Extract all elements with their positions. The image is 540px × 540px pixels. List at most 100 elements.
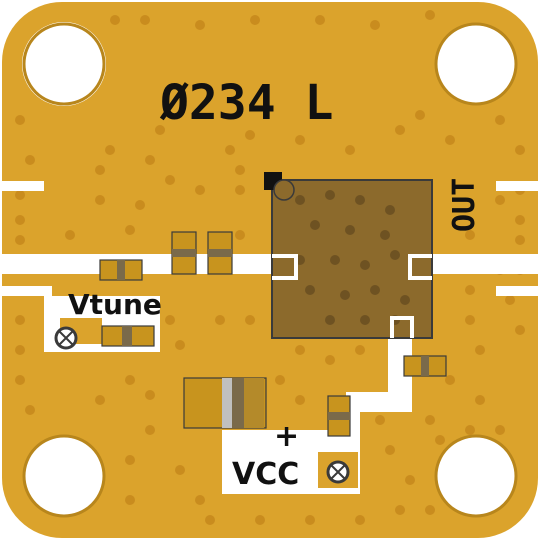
via-dot <box>465 230 475 240</box>
via-dot <box>125 495 135 505</box>
via-dot <box>125 455 135 465</box>
edge-ground-tab-left-top <box>0 181 44 191</box>
via-dot <box>145 390 155 400</box>
chip-via-dot <box>330 255 340 265</box>
chip-lead-bias <box>390 316 414 338</box>
via-dot <box>405 475 415 485</box>
via-dot <box>140 15 150 25</box>
via-dot <box>255 515 265 525</box>
mounting-hole-icon <box>24 436 104 516</box>
via-dot <box>15 345 25 355</box>
via-dot <box>125 375 135 385</box>
via-dot <box>295 395 305 405</box>
chip-via-dot <box>295 195 305 205</box>
chip-via-dot <box>400 295 410 305</box>
via-dot <box>475 345 485 355</box>
pad-cross-icon-vcc <box>326 460 350 484</box>
part-number-label: Ø234 L <box>159 75 333 131</box>
via-dot <box>15 375 25 385</box>
chip-via-dot <box>390 250 400 260</box>
chip-via-dot <box>360 315 370 325</box>
vcc-label: VCC <box>232 457 299 492</box>
capacitor-vcc <box>327 395 351 437</box>
via-dot <box>25 405 35 415</box>
via-dot <box>395 505 405 515</box>
capacitor-c2 <box>207 231 233 275</box>
via-dot <box>370 20 380 30</box>
via-dot <box>475 395 485 405</box>
resistor-vtune <box>101 325 155 347</box>
trace-vcc <box>222 316 412 494</box>
via-dot <box>15 235 25 245</box>
via-dot <box>425 10 435 20</box>
via-dot <box>345 145 355 155</box>
via-dot <box>515 325 525 335</box>
via-dot <box>215 315 225 325</box>
via-dot <box>165 175 175 185</box>
via-dot <box>145 155 155 165</box>
via-dot <box>155 125 165 135</box>
chip-via-dot <box>325 190 335 200</box>
via-dot <box>95 395 105 405</box>
via-dot <box>445 375 455 385</box>
via-dot <box>465 425 475 435</box>
via-dot <box>95 165 105 175</box>
pin1-dot-icon <box>273 179 295 201</box>
components <box>99 231 447 437</box>
via-dot <box>15 190 25 200</box>
mounting-holes <box>22 22 518 518</box>
via-dot <box>385 445 395 455</box>
via-dot <box>65 230 75 240</box>
via-dot <box>325 355 335 365</box>
via-dot <box>495 425 505 435</box>
chip-via-dot <box>305 285 315 295</box>
chip-via-dot <box>355 195 365 205</box>
via-dot <box>295 345 305 355</box>
via-dot <box>315 15 325 25</box>
via-dot <box>195 185 205 195</box>
via-dot <box>245 130 255 140</box>
via-dot <box>235 165 245 175</box>
via-dot <box>425 505 435 515</box>
via-dot <box>195 495 205 505</box>
chip-lead-in <box>272 254 298 280</box>
via-dot <box>435 435 445 445</box>
via-dot <box>355 345 365 355</box>
via-dot <box>395 125 405 135</box>
chip-via-dot <box>385 205 395 215</box>
via-dot <box>125 225 135 235</box>
via-dot <box>495 115 505 125</box>
via-dot <box>165 315 175 325</box>
chip-lead-out <box>408 254 432 280</box>
via-dot <box>15 215 25 225</box>
chip-via-dot <box>340 290 350 300</box>
trace-rf-in <box>0 254 290 274</box>
via-dot <box>25 155 35 165</box>
via-dot <box>175 340 185 350</box>
edge-ground-tab-right-bottom <box>496 286 540 296</box>
vtune-label: Vtune <box>68 288 162 321</box>
via-dot <box>105 145 115 155</box>
via-dot <box>245 315 255 325</box>
chip-via-dot <box>360 260 370 270</box>
capacitor-c1 <box>171 231 197 275</box>
chip-via-dot <box>345 225 355 235</box>
via-dot <box>495 195 505 205</box>
via-dot <box>425 415 435 425</box>
capacitor-c3 <box>99 259 143 281</box>
chip-via-dot <box>325 315 335 325</box>
via-dot <box>15 115 25 125</box>
via-dot <box>275 375 285 385</box>
via-dot <box>465 315 475 325</box>
via-dot <box>110 15 120 25</box>
via-dot <box>235 230 245 240</box>
via-dot <box>145 425 155 435</box>
via-dot <box>465 285 475 295</box>
out-label: OUT <box>447 178 482 232</box>
via-dot <box>515 145 525 155</box>
via-dot <box>375 415 385 425</box>
via-dot <box>515 215 525 225</box>
via-dot <box>205 515 215 525</box>
via-grid <box>15 10 525 525</box>
chip-via-dot <box>310 220 320 230</box>
